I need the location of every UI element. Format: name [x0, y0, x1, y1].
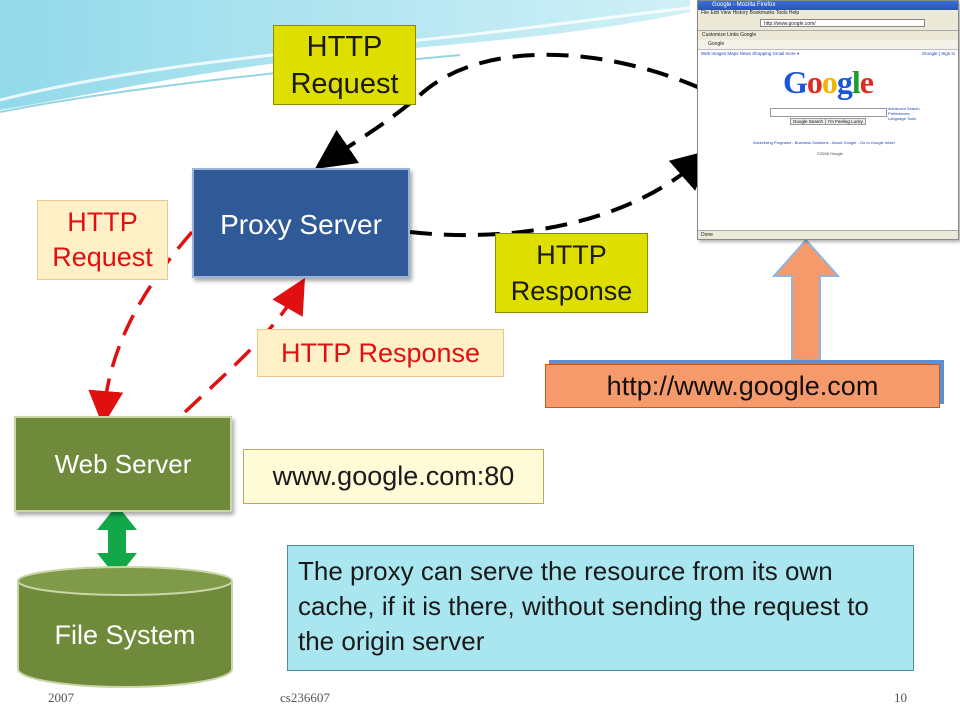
arrow-webserver-to-proxy: [183, 277, 305, 414]
google-copyright: ©2008 Google: [817, 151, 843, 156]
google-top-links: Web Images Maps News Shopping Gmail more…: [698, 50, 958, 60]
browser-tab[interactable]: Google: [698, 40, 958, 50]
browser-title: Google - Mozilla Firefox: [712, 2, 776, 8]
arrow-proxy-to-webserver: [88, 230, 194, 426]
logo-letter: l: [851, 64, 861, 100]
google-footer-links[interactable]: Advertising Programs - Business Solution…: [753, 140, 895, 145]
logo-letter: o: [806, 64, 823, 100]
browser-menu-bar[interactable]: File Edit View History Bookmarks Tools H…: [698, 10, 958, 17]
label-line-2: Request: [290, 68, 399, 100]
browser-status-bar: Done: [698, 230, 958, 239]
web-server-address: www.google.com:80: [243, 449, 544, 504]
explanation-text: The proxy can serve the resource from it…: [298, 556, 869, 656]
url-box: http://www.google.com: [545, 364, 940, 408]
logo-letter: e: [859, 64, 874, 100]
label-line-1: HTTP: [536, 240, 607, 270]
label-line-1: HTTP: [67, 207, 138, 237]
google-side-links: Advanced Search Preferences Language Too…: [888, 106, 920, 121]
logo-letter: g: [836, 64, 853, 100]
browser-window: Google - Mozilla Firefox File Edit View …: [697, 0, 959, 240]
side-link[interactable]: Preferences: [888, 111, 910, 116]
browser-address-bar[interactable]: http://www.google.com/: [760, 19, 925, 27]
label-line-2: Response: [510, 276, 633, 306]
http-response-mid-text: HTTP Response: [280, 338, 481, 368]
label-line-1: HTTP: [306, 31, 383, 63]
footer-year: 2007: [48, 690, 74, 705]
browser-bookmarks-bar[interactable]: Customize Links Google: [698, 31, 958, 40]
file-system-label: File System: [54, 620, 196, 650]
explanation-note: The proxy can serve the resource from it…: [287, 545, 914, 671]
footer-course: cs236607: [280, 690, 330, 705]
http-response-label-right: HTTP Response: [495, 233, 648, 313]
google-nav-links[interactable]: Web Images Maps News Shopping Gmail more…: [701, 51, 800, 56]
proxy-server-label: Proxy Server: [220, 209, 382, 240]
http-request-label-left: HTTP Request: [37, 200, 168, 280]
logo-letter: G: [783, 64, 808, 100]
side-link[interactable]: Advanced Search: [888, 106, 920, 111]
double-arrow-icon: [97, 505, 137, 578]
google-logo: Google: [698, 64, 958, 101]
google-lucky-button[interactable]: I'm Feeling Lucky: [825, 118, 866, 125]
file-system-cylinder: [17, 566, 233, 688]
url-text: http://www.google.com: [606, 371, 879, 401]
label-line-2: Request: [52, 242, 153, 272]
web-server-node: Web Server: [14, 416, 232, 512]
up-arrow-icon: [771, 238, 841, 361]
side-link[interactable]: Language Tools: [888, 116, 917, 121]
arrow-proxy-to-browser: [409, 149, 713, 238]
http-request-label-top: HTTP Request: [273, 25, 416, 105]
google-search-input[interactable]: [770, 108, 887, 117]
browser-title-bar: Google - Mozilla Firefox: [698, 1, 958, 10]
google-search-button[interactable]: Google Search: [790, 118, 827, 125]
arrow-browser-to-proxy: [314, 52, 701, 170]
web-server-label: Web Server: [54, 449, 192, 479]
browser-toolbar: http://www.google.com/: [698, 17, 958, 31]
proxy-server-node: Proxy Server: [192, 168, 410, 278]
http-response-label-mid: HTTP Response: [257, 329, 504, 377]
web-server-address-text: www.google.com:80: [272, 461, 515, 491]
logo-letter: o: [821, 64, 838, 100]
footer-page-number: 10: [894, 690, 907, 705]
google-account-links[interactable]: iGoogle | Sign in: [922, 51, 955, 56]
